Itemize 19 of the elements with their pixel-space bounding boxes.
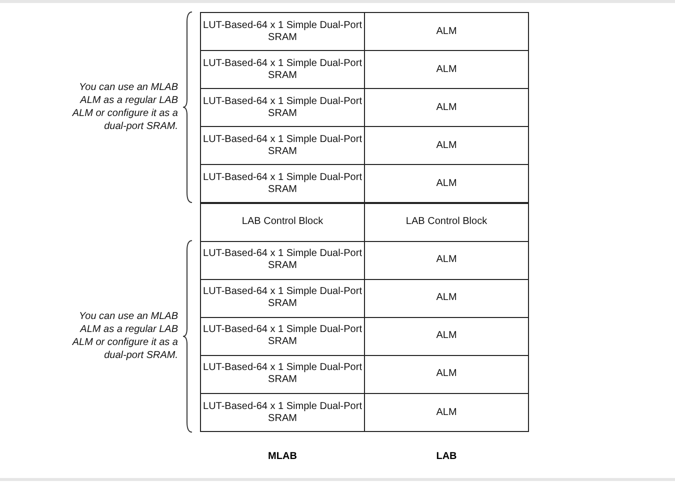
grid-cell: LUT-Based-64 x 1 Simple Dual-Port SRAM <box>200 88 365 128</box>
grid-cell: ALM <box>364 393 529 432</box>
grid-cell: LAB Control Block <box>200 202 365 242</box>
column-label: MLAB <box>267 451 298 462</box>
grid-cell: LUT-Based-64 x 1 Simple Dual-Port SRAM <box>200 240 365 280</box>
grid-cell: LAB Control Block <box>364 202 529 242</box>
grid-cell: LUT-Based-64 x 1 Simple Dual-Port SRAM <box>200 12 365 52</box>
grid-cell: LUT-Based-64 x 1 Simple Dual-Port SRAM <box>200 126 365 166</box>
grid-cell: LUT-Based-64 x 1 Simple Dual-Port SRAM <box>200 393 365 432</box>
grid-cell: ALM <box>364 164 529 204</box>
note-text: You can use an MLAB ALM as a regular LAB ALM or configure it as a dual-port SRAM. <box>71 81 178 134</box>
grid-cell: LUT-Based-64 x 1 Simple Dual-Port SRAM <box>200 164 365 204</box>
grid-cell: LUT-Based-64 x 1 Simple Dual-Port SRAM <box>200 316 365 356</box>
grid-cell: LUT-Based-64 x 1 Simple Dual-Port SRAM <box>200 50 365 90</box>
grid-cell: LUT-Based-64 x 1 Simple Dual-Port SRAM <box>200 354 365 394</box>
note-text: You can use an MLAB ALM as a regular LAB ALM or configure it as a dual-port SRAM. <box>71 310 178 362</box>
column-label: LAB <box>435 451 458 462</box>
grid-cell: ALM <box>364 12 529 52</box>
grid-cell: LUT-Based-64 x 1 Simple Dual-Port SRAM <box>200 278 365 318</box>
